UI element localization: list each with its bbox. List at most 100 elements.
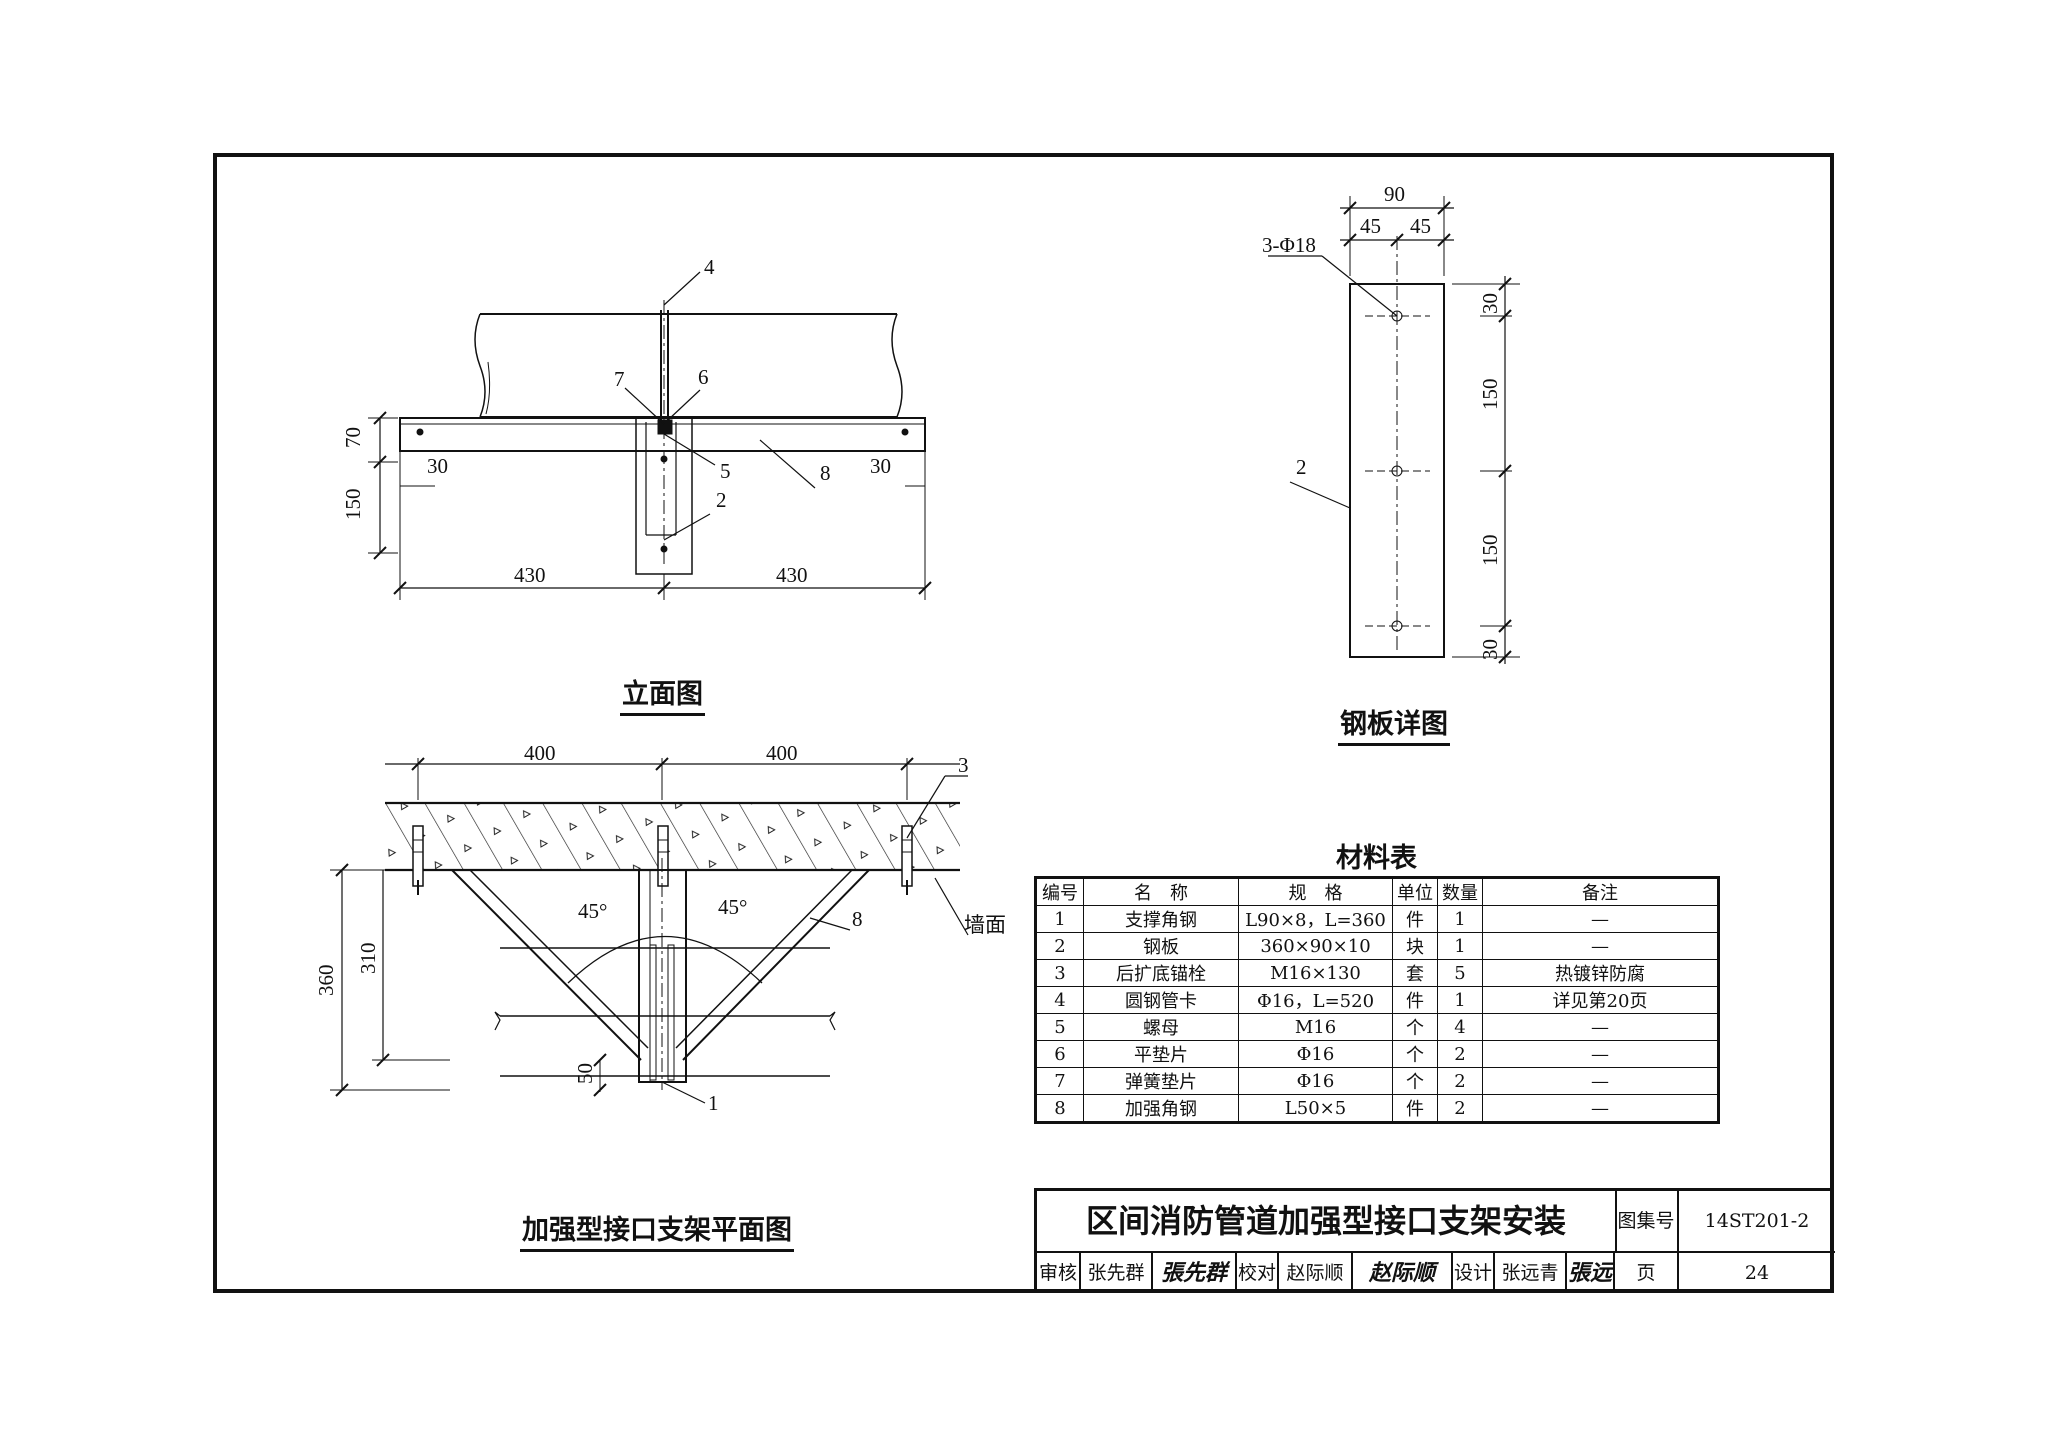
cell: — — [1482, 1094, 1719, 1123]
cell: — — [1482, 932, 1719, 960]
cell: Φ16 — [1238, 1040, 1393, 1068]
elevation-caption: 立面图 — [620, 672, 705, 716]
page-number: 24 — [1744, 1262, 1770, 1284]
table-header-row: 编号 名 称 规 格 单位 数量 备注 — [1035, 877, 1719, 906]
cell: 件 — [1392, 1094, 1438, 1123]
design-label: 设计 — [1453, 1253, 1495, 1293]
cell: 4 — [1035, 986, 1084, 1014]
cell: — — [1482, 1013, 1719, 1041]
atlas-number: 14ST201-2 — [1679, 1191, 1835, 1253]
dim-50: 50 — [573, 1063, 597, 1084]
bolt-hole — [1391, 620, 1403, 632]
plate-labels: 90 45 45 3-Φ18 30 150 150 30 2 — [1262, 182, 1502, 660]
dim-360: 360 — [314, 965, 338, 997]
cell: 详见第20页 — [1482, 986, 1719, 1014]
dim-30-right: 30 — [870, 454, 891, 478]
cell: 5 — [1437, 959, 1483, 987]
cell: 3 — [1035, 959, 1084, 987]
cell: 1 — [1035, 905, 1084, 933]
dim-400-right: 400 — [766, 741, 798, 765]
dim-310: 310 — [356, 943, 380, 975]
checker-name: 赵际顺 — [1279, 1253, 1353, 1293]
cell: — — [1482, 1040, 1719, 1068]
check-label: 校对 — [1237, 1253, 1279, 1293]
cell: 8 — [1035, 1094, 1084, 1123]
cell: 件 — [1392, 905, 1438, 933]
cell: 个 — [1392, 1013, 1438, 1041]
elevation-view — [368, 271, 932, 600]
angle-left: 45° — [578, 899, 607, 923]
dim-45-right: 45 — [1410, 214, 1431, 238]
plate-caption: 钢板详图 — [1338, 702, 1450, 746]
col-remark: 备注 — [1482, 877, 1719, 906]
cell: 2 — [1437, 1094, 1483, 1123]
col-spec: 规 格 — [1238, 877, 1393, 906]
cell: M16×130 — [1238, 959, 1393, 987]
angle-right: 45° — [718, 895, 747, 919]
elevation-labels: 70 150 30 30 430 430 4 7 6 5 8 2 — [341, 255, 891, 587]
cell: L50×5 — [1238, 1094, 1393, 1123]
dim-150-bottom: 150 — [1478, 535, 1502, 567]
cell: 螺母 — [1083, 1013, 1239, 1041]
col-name: 名 称 — [1083, 877, 1239, 906]
col-qty: 数量 — [1437, 877, 1483, 906]
plan-callout-8: 8 — [852, 907, 863, 931]
dim-150-top: 150 — [1478, 379, 1502, 411]
cell: 圆钢管卡 — [1083, 986, 1239, 1014]
cell: 1 — [1437, 905, 1483, 933]
cell: 1 — [1437, 932, 1483, 960]
callout-5: 5 — [720, 459, 731, 483]
dim-30-bottom: 30 — [1478, 639, 1502, 660]
cell: 6 — [1035, 1040, 1084, 1068]
plate-outline — [1349, 283, 1445, 658]
title-block: 区间消防管道加强型接口支架安装 图集号 14ST201-2 审核 张先群 張先群… — [1034, 1188, 1835, 1293]
anchor-bolt — [657, 825, 669, 887]
atlas-label: 图集号 — [1615, 1191, 1679, 1253]
dim-45-left: 45 — [1360, 214, 1381, 238]
plan-labels: 400 400 360 310 50 45° 45° 3 8 1 墙面 — [314, 741, 1006, 1115]
plate-detail — [1268, 196, 1520, 664]
cell: — — [1482, 1067, 1719, 1095]
cell: Φ16，L=520 — [1238, 986, 1393, 1014]
dim-30-left: 30 — [427, 454, 448, 478]
designer-signature: 張远青 — [1567, 1253, 1615, 1293]
cell: 1 — [1437, 986, 1483, 1014]
materials-title: 材料表 — [1336, 843, 1417, 874]
designer-name: 张远青 — [1495, 1253, 1567, 1293]
cell: 加强角钢 — [1083, 1094, 1239, 1123]
dim-30-top: 30 — [1478, 293, 1502, 314]
reviewer-signature: 張先群 — [1153, 1253, 1237, 1293]
plan-callout-1: 1 — [708, 1091, 719, 1115]
bolt-hole — [1391, 310, 1403, 322]
drawing-frame — [213, 153, 1834, 1293]
reviewer-name: 张先群 — [1081, 1253, 1153, 1293]
hole-spec: 3-Φ18 — [1262, 233, 1316, 257]
callout-6: 6 — [698, 365, 709, 389]
col-unit: 单位 — [1392, 877, 1438, 906]
cell: 支撑角钢 — [1083, 905, 1239, 933]
callout-4: 4 — [704, 255, 715, 279]
cell: L90×8，L=360 — [1238, 905, 1393, 933]
cell: 360×90×10 — [1238, 932, 1393, 960]
cell: — — [1482, 905, 1719, 933]
dim-70: 70 — [341, 427, 365, 448]
cell: 2 — [1035, 932, 1084, 960]
concrete-wall — [385, 803, 960, 870]
drawing-title: 区间消防管道加强型接口支架安装 — [1037, 1191, 1617, 1253]
cell: 2 — [1437, 1067, 1483, 1095]
cell: 5 — [1035, 1013, 1084, 1041]
anchor-bolt — [901, 825, 913, 895]
cell: 后扩底锚栓 — [1083, 959, 1239, 987]
cell: 平垫片 — [1083, 1040, 1239, 1068]
cell: 钢板 — [1083, 932, 1239, 960]
dim-430-right: 430 — [776, 563, 808, 587]
cell: Φ16 — [1238, 1067, 1393, 1095]
